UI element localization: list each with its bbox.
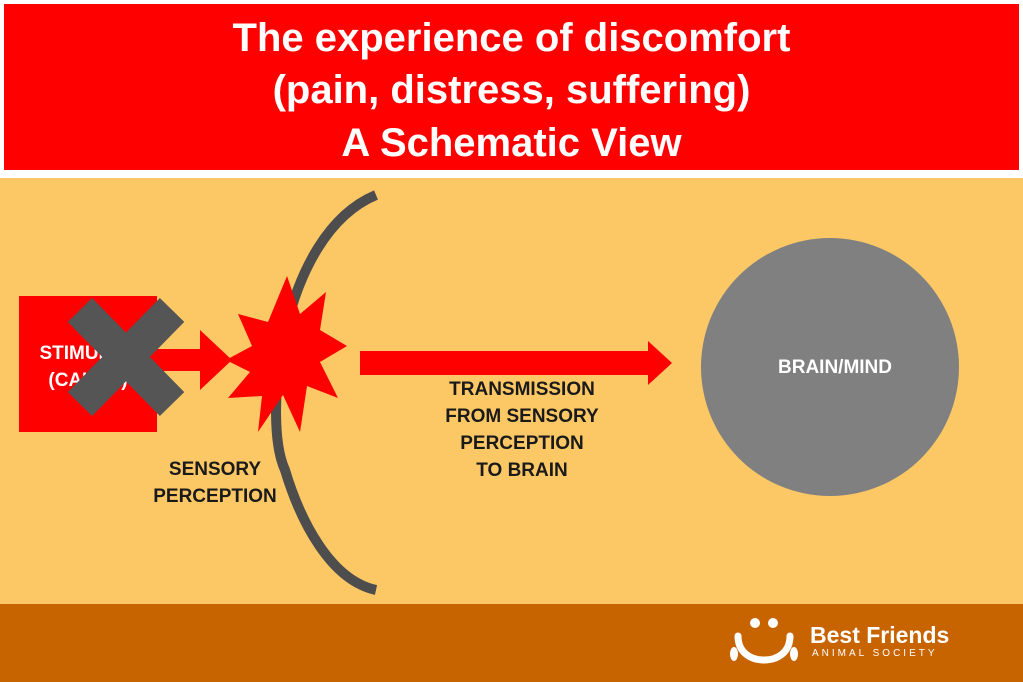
brain-label: BRAIN/MIND — [778, 357, 892, 378]
transmission-label: TRANSMISSION FROM SENSORY PERCEPTION TO … — [412, 376, 632, 484]
logo-subtitle: ANIMAL SOCIETY — [812, 648, 938, 659]
sensory-perception-line-1: SENSORY — [168, 459, 262, 480]
boundary-curve — [271, 190, 379, 595]
transmission-arrow — [360, 341, 672, 385]
sensory-perception-label: SENSORY PERCEPTION — [130, 456, 300, 510]
transmission-line-3: PERCEPTION — [460, 433, 584, 454]
paw-face-icon — [730, 618, 798, 664]
best-friends-logo: Best Friends ANIMAL SOCIETY — [728, 612, 968, 672]
footer-bar — [0, 604, 1023, 682]
transmission-line-1: TRANSMISSION — [449, 379, 595, 400]
title-line-3: A Schematic View — [341, 121, 682, 165]
transmission-line-4: TO BRAIN — [476, 460, 568, 481]
transmission-line-2: FROM SENSORY — [445, 406, 599, 427]
stimulus-arrow — [150, 330, 232, 390]
sensory-perception-line-2: PERCEPTION — [153, 486, 277, 507]
x-mark-overlay-icon — [67, 298, 185, 416]
title-banner: The experience of discomfort (pain, dist… — [4, 4, 1019, 170]
logo-name: Best Friends — [810, 622, 950, 648]
starburst-icon — [226, 276, 347, 432]
brain-circle — [701, 238, 959, 496]
title-line-2: (pain, distress, suffering) — [272, 68, 751, 112]
title-line-1: The experience of discomfort — [232, 16, 791, 60]
